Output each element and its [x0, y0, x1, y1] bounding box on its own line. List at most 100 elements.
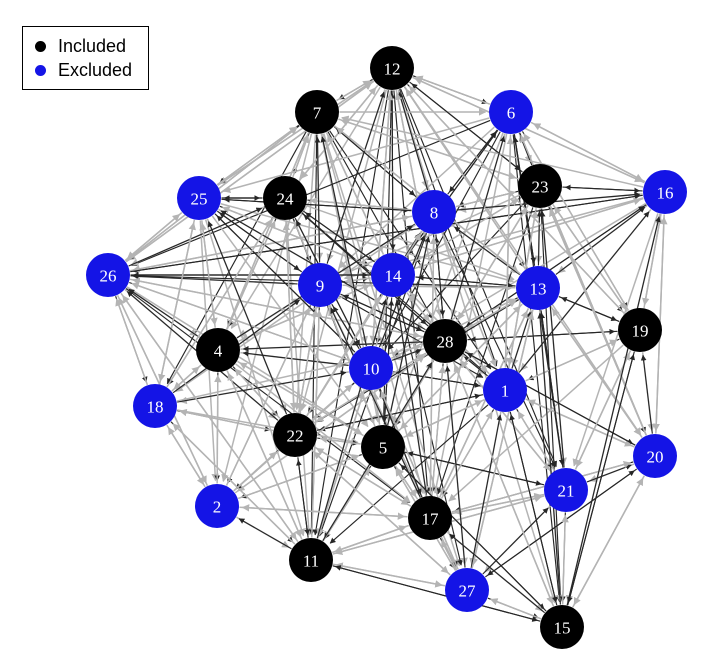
graph-node-2[interactable]: 2 [195, 484, 239, 528]
node-circle[interactable] [370, 46, 414, 90]
legend-marker-excluded [35, 64, 46, 76]
graph-edge [296, 459, 309, 538]
graph-node-1[interactable]: 1 [483, 368, 527, 412]
graph-edge [126, 286, 363, 435]
graph-edge [335, 562, 446, 587]
graph-edge [131, 119, 491, 267]
node-circle[interactable] [633, 434, 677, 478]
node-circle[interactable] [263, 176, 307, 220]
graph-node-20[interactable]: 20 [633, 434, 677, 478]
graph-node-28[interactable]: 28 [423, 319, 467, 363]
node-circle[interactable] [516, 266, 560, 310]
graph-edge [448, 344, 624, 502]
graph-edge [574, 352, 630, 470]
graph-edge [553, 206, 628, 312]
graph-node-23[interactable]: 23 [518, 164, 562, 208]
node-circle[interactable] [133, 384, 177, 428]
graph-edge [417, 274, 516, 287]
node-circle[interactable] [489, 90, 533, 134]
node-circle[interactable] [518, 164, 562, 208]
graph-edge [387, 236, 431, 426]
graph-node-16[interactable]: 16 [643, 170, 687, 214]
graph-node-24[interactable]: 24 [263, 176, 307, 220]
graph-edge [523, 133, 630, 312]
node-circle[interactable] [445, 568, 489, 612]
node-circle[interactable] [273, 413, 317, 457]
graph-node-10[interactable]: 10 [349, 346, 393, 390]
node-circle[interactable] [298, 263, 342, 307]
graph-edge [129, 214, 410, 272]
graph-edge [314, 136, 321, 263]
graph-node-26[interactable]: 26 [86, 253, 130, 297]
graph-node-13[interactable]: 13 [516, 266, 560, 310]
graph-edge [230, 86, 381, 329]
graph-edge [217, 81, 372, 187]
graph-node-25[interactable]: 25 [177, 176, 221, 220]
graph-edge [128, 207, 263, 267]
graph-node-12[interactable]: 12 [370, 46, 414, 90]
node-circle[interactable] [483, 368, 527, 412]
graph-node-21[interactable]: 21 [544, 468, 588, 512]
node-circle[interactable] [540, 605, 584, 649]
graph-edge [450, 135, 506, 320]
node-circle[interactable] [86, 253, 130, 297]
graph-edge [525, 339, 618, 382]
graph-edge [408, 85, 626, 315]
graph-edge [466, 352, 636, 446]
graph-edge [640, 354, 653, 434]
graph-node-15[interactable]: 15 [540, 605, 584, 649]
node-circle[interactable] [618, 308, 662, 352]
node-circle[interactable] [349, 346, 393, 390]
graph-edges [115, 75, 668, 622]
graph-edge [431, 365, 447, 496]
node-circle[interactable] [643, 170, 687, 214]
graph-node-14[interactable]: 14 [371, 253, 415, 297]
node-circle[interactable] [195, 484, 239, 528]
node-circle[interactable] [196, 328, 240, 372]
node-circle[interactable] [423, 319, 467, 363]
node-circle[interactable] [295, 90, 339, 134]
graph-edge [239, 362, 364, 437]
graph-edge [414, 197, 642, 270]
graph-node-22[interactable]: 22 [273, 413, 317, 457]
graph-edge [394, 299, 428, 496]
graph-edge [572, 213, 659, 467]
node-circle[interactable] [289, 538, 333, 582]
node-circle[interactable] [361, 425, 405, 469]
graph-node-5[interactable]: 5 [361, 425, 405, 469]
graph-edge [342, 194, 520, 276]
node-circle[interactable] [408, 496, 452, 540]
legend: Included Excluded [22, 26, 150, 90]
graph-edge [643, 216, 663, 308]
graph-edge [122, 295, 299, 543]
graph-edge [484, 470, 635, 578]
legend-item-included: Included [35, 34, 132, 58]
graph-edge [216, 126, 297, 186]
graph-node-19[interactable]: 19 [618, 308, 662, 352]
node-circle[interactable] [177, 176, 221, 220]
graph-node-17[interactable]: 17 [408, 496, 452, 540]
node-circle[interactable] [412, 190, 456, 234]
graph-node-18[interactable]: 18 [133, 384, 177, 428]
graph-node-4[interactable]: 4 [196, 328, 240, 372]
graph-node-7[interactable]: 7 [295, 90, 339, 134]
graph-edge [397, 89, 557, 604]
graph-edge [171, 366, 200, 392]
graph-edge [463, 205, 645, 329]
graph-edge [393, 362, 433, 428]
graph-node-27[interactable]: 27 [445, 568, 489, 612]
node-circle[interactable] [544, 468, 588, 512]
node-circle[interactable] [371, 253, 415, 297]
graph-node-9[interactable]: 9 [298, 263, 342, 307]
graph-edge [400, 464, 547, 612]
graph-edge [285, 220, 313, 536]
graph-edge [441, 232, 497, 368]
graph-node-11[interactable]: 11 [289, 538, 333, 582]
graph-edge [537, 312, 561, 605]
graph-edge [449, 533, 546, 614]
graph-node-6[interactable]: 6 [489, 90, 533, 134]
graph-edge [132, 273, 298, 285]
graph-node-8[interactable]: 8 [412, 190, 456, 234]
graph-edge [387, 202, 526, 350]
graph-edge [339, 295, 484, 378]
